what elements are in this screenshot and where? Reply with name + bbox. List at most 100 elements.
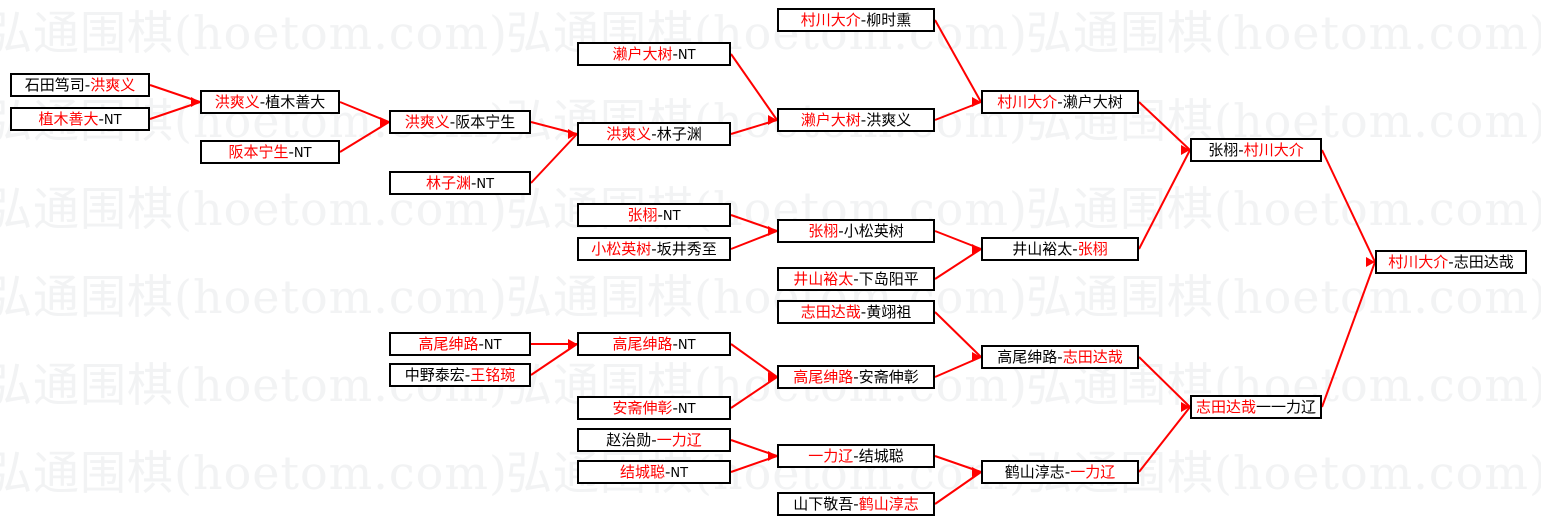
match-box[interactable]: 村川大介-柳时熏 [777,8,935,32]
name-separator: - [838,222,844,240]
name-separator: - [651,240,657,258]
match-loser: 下岛阳平 [858,270,919,288]
match-box[interactable]: 高尾绅路-NT [577,332,731,356]
name-separator: - [853,270,859,288]
match-loser: 黄翊祖 [866,303,912,321]
match-box[interactable]: 井山裕太-下岛阳平 [777,267,935,291]
match-box[interactable]: 张栩-村川大介 [1190,138,1322,162]
match-loser: 山下敬吾 [793,495,854,513]
connector-arrow-icon [972,97,981,107]
connector-arrow-icon [768,226,777,236]
match-box[interactable]: 濑户大树-洪爽义 [777,108,935,132]
match-box[interactable]: 小松英树-坂井秀至 [577,237,731,261]
match-loser: 志田达哉 [1453,253,1514,271]
name-separator: - [449,113,456,131]
connector-line [1138,101,1191,151]
name-separator: - [1064,463,1071,481]
match-loser: 赵治勋 [606,431,652,449]
match-box[interactable]: 志田达哉一一力辽 [1190,395,1322,419]
match-winner: 植木善大 [38,110,99,128]
match-winner: 志田达哉 [1062,348,1123,366]
match-loser: 安斋伸彰 [858,368,919,386]
connector-line [934,455,982,473]
match-box[interactable]: 鹤山淳志-一力辽 [981,460,1139,484]
match-box[interactable]: 张栩-NT [577,203,731,227]
match-loser: 濑户大树 [1062,93,1123,111]
name-separator: - [860,303,867,321]
connector-arrow-icon [1181,145,1190,155]
name-separator: - [478,335,484,353]
match-box[interactable]: 阪本宁生-NT [200,140,340,164]
watermark-text: 弘通围棋(hoetom.com) [0,446,508,500]
match-box[interactable]: 洪爽义-阪本宁生 [389,110,531,134]
connector-line [149,84,201,103]
match-winner: 安斋伸彰 [612,399,673,417]
connector-line [730,455,778,473]
match-loser: 阪本宁生 [455,113,516,131]
connector-line [530,343,578,376]
match-box[interactable]: 安斋伸彰-NT [577,396,731,420]
match-box[interactable]: 村川大介-志田达哉 [1375,250,1527,274]
connector-line [339,121,390,153]
match-winner: 村川大介 [800,11,861,29]
match-loser: 洪爽义 [866,111,912,129]
connector-arrow-icon [191,97,200,107]
match-loser: 张栩 [1208,141,1239,159]
match-box[interactable]: 石田笃司-洪爽义 [10,73,150,97]
name-separator: - [288,143,294,161]
match-box[interactable]: 赵治勋-一力辽 [577,428,731,452]
match-box[interactable]: 井山裕太-张栩 [981,237,1139,261]
match-box[interactable]: 林子渊-NT [389,171,531,195]
match-loser: 石田笃司 [24,76,85,94]
name-separator: - [651,431,657,449]
name-separator: - [98,110,104,128]
match-box[interactable]: 志田达哉-黄翊祖 [777,300,935,324]
match-box[interactable]: 村川大介-濑户大树 [981,90,1139,114]
connector-arrow-icon [1181,402,1190,412]
match-loser: 一力辽 [1271,398,1317,416]
connector-line [934,311,982,358]
match-box[interactable]: 张栩-小松英树 [777,219,935,243]
connector-line [934,471,982,505]
match-winner: 鹤山淳志 [858,495,919,513]
match-box[interactable]: 高尾绅路-志田达哉 [981,345,1139,369]
connector-arrow-icon [568,129,577,139]
connector-arrow-icon [768,451,777,461]
match-loser: NT [677,402,696,417]
match-box[interactable]: 结城聪-NT [577,460,731,484]
match-loser: 柳时熏 [866,11,912,29]
watermark-text: 弘通围棋(hoetom.com) [1026,270,1541,324]
match-box[interactable]: 洪爽义-植木善大 [200,90,340,114]
connector-line [730,376,778,409]
watermark-text: 弘通围棋(hoetom.com) [0,270,508,324]
connector-line [730,439,778,457]
name-separator: - [464,366,471,384]
match-winner: 小松英树 [591,240,652,258]
connector-line [1321,261,1376,408]
match-box[interactable]: 高尾绅路-安斋伸彰 [777,365,935,389]
name-separator: - [84,76,91,94]
match-winner: 高尾绅路 [793,368,854,386]
match-box[interactable]: 中野泰宏-王铭琬 [389,363,531,387]
connector-arrow-icon [972,352,981,362]
connector-line [934,248,982,280]
match-box[interactable]: 山下敬吾-鹤山淳志 [777,492,935,516]
match-box[interactable]: 濑户大树-NT [577,42,731,66]
name-separator: - [664,463,671,481]
match-box[interactable]: 洪爽义-林子渊 [577,122,731,146]
match-winner: 濑户大树 [800,111,861,129]
connector-arrow-icon [768,115,777,125]
connector-line [530,133,578,184]
watermark-text: 弘通围棋(hoetom.com) [1026,6,1541,60]
match-box[interactable]: 一力辽-结城聪 [777,444,935,468]
name-separator: - [259,93,266,111]
name-separator: - [672,399,678,417]
match-box[interactable]: 高尾绅路-NT [389,332,531,356]
connector-line [730,119,778,135]
match-winner: 张栩 [627,206,658,224]
match-box[interactable]: 植木善大-NT [10,107,150,131]
match-loser: NT [483,338,502,353]
match-winner: 张栩 [808,222,839,240]
